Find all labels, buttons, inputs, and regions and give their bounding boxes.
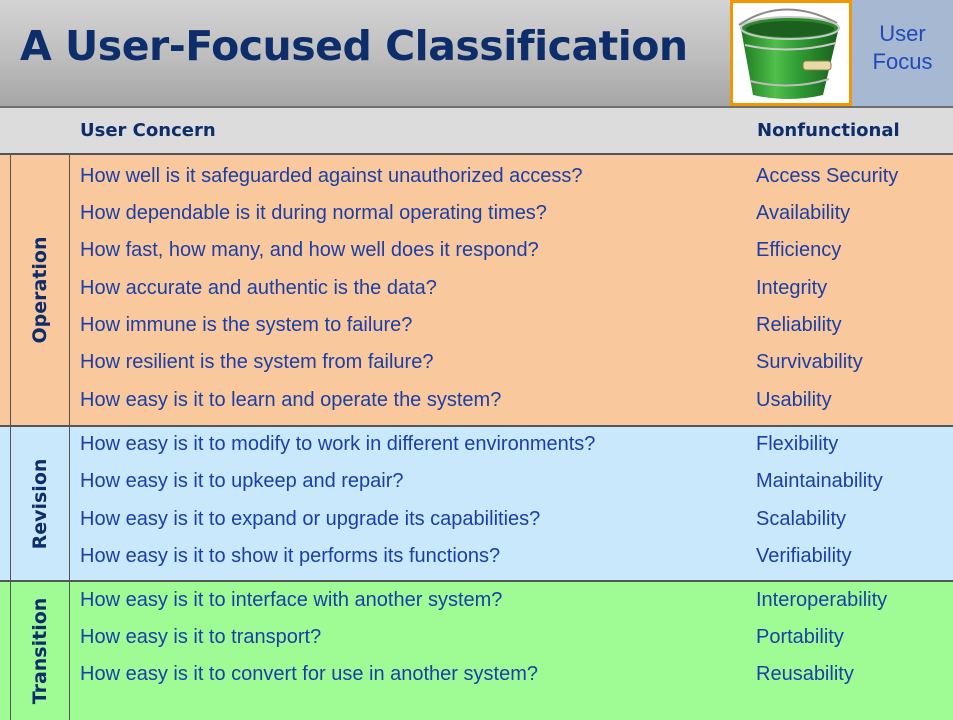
section-revision: Revision How easy is it to modify to wor… — [0, 427, 953, 582]
section-label-cell: Transition — [10, 582, 70, 720]
table-row: How easy is it to upkeep and repair? Mai… — [70, 464, 953, 502]
user-concern-cell: How immune is the system to failure? — [80, 314, 413, 336]
nonfunctional-cell: Availability — [756, 202, 851, 224]
nonfunctional-cell: Flexibility — [756, 433, 839, 455]
nonfunctional-cell: Survivability — [756, 351, 863, 373]
nonfunctional-cell: Efficiency — [756, 239, 842, 261]
user-concern-cell: How accurate and authentic is the data? — [80, 277, 437, 299]
nonfunctional-cell: Interoperability — [756, 589, 888, 611]
table-row: How easy is it to modify to work in diff… — [70, 427, 953, 465]
table-row: How easy is it to learn and operate the … — [70, 383, 953, 421]
table-row: How easy is it to transport? Portability — [70, 620, 953, 658]
user-concern-cell: How easy is it to expand or upgrade its … — [80, 508, 541, 530]
column-header-nonfunctional: Nonfunctional — [757, 120, 900, 141]
user-focus-box: User Focus — [852, 0, 953, 106]
user-concern-cell: How easy is it to convert for use in ano… — [80, 663, 538, 685]
nonfunctional-cell: Maintainability — [756, 470, 883, 492]
table-row: How easy is it to expand or upgrade its … — [70, 502, 953, 540]
user-concern-cell: How easy is it to interface with another… — [80, 589, 503, 611]
user-concern-cell: How easy is it to learn and operate the … — [80, 389, 502, 411]
table-row: How immune is the system to failure? Rel… — [70, 308, 953, 346]
user-concern-cell: How easy is it to modify to work in diff… — [80, 433, 596, 455]
user-concern-cell: How easy is it to show it performs its f… — [80, 545, 501, 567]
column-header-user-concern: User Concern — [80, 120, 216, 141]
column-header-row: User Concern Nonfunctional — [0, 108, 953, 155]
section-label-transition: Transition — [29, 597, 51, 705]
table-row: How accurate and authentic is the data? … — [70, 271, 953, 309]
user-focus-line1: User — [879, 21, 926, 46]
table-row: How well is it safeguarded against unaut… — [70, 159, 953, 197]
table-row: How dependable is it during normal opera… — [70, 196, 953, 234]
user-focus-line2: Focus — [872, 49, 933, 74]
table-row: How easy is it to convert for use in ano… — [70, 657, 953, 695]
nonfunctional-cell: Verifiability — [756, 545, 852, 567]
user-concern-cell: How easy is it to upkeep and repair? — [80, 470, 404, 492]
slide-title: A User-Focused Classification — [20, 22, 688, 70]
nonfunctional-cell: Reusability — [756, 663, 854, 685]
bucket-icon — [733, 3, 849, 103]
table-row: How easy is it to interface with another… — [70, 583, 953, 621]
table-row: How resilient is the system from failure… — [70, 345, 953, 383]
table-row: How easy is it to show it performs its f… — [70, 539, 953, 577]
nonfunctional-cell: Integrity — [756, 277, 828, 299]
user-concern-cell: How fast, how many, and how well does it… — [80, 239, 539, 261]
bucket-image — [730, 0, 852, 106]
nonfunctional-cell: Usability — [756, 389, 832, 411]
section-label-revision: Revision — [29, 458, 51, 549]
slide-header: A User-Focused Classification User Focus — [0, 0, 953, 108]
section-label-operation: Operation — [29, 236, 51, 344]
table-row: How fast, how many, and how well does it… — [70, 233, 953, 271]
nonfunctional-cell: Access Security — [756, 165, 899, 187]
section-label-cell: Operation — [10, 155, 70, 425]
nonfunctional-cell: Portability — [756, 626, 844, 648]
section-transition: Transition How easy is it to interface w… — [0, 582, 953, 720]
user-concern-cell: How easy is it to transport? — [80, 626, 322, 648]
nonfunctional-cell: Reliability — [756, 314, 842, 336]
section-label-cell: Revision — [10, 427, 70, 580]
user-concern-cell: How well is it safeguarded against unaut… — [80, 165, 583, 187]
user-concern-cell: How resilient is the system from failure… — [80, 351, 434, 373]
section-operation: Operation How well is it safeguarded aga… — [0, 155, 953, 427]
user-concern-cell: How dependable is it during normal opera… — [80, 202, 547, 224]
nonfunctional-cell: Scalability — [756, 508, 847, 530]
